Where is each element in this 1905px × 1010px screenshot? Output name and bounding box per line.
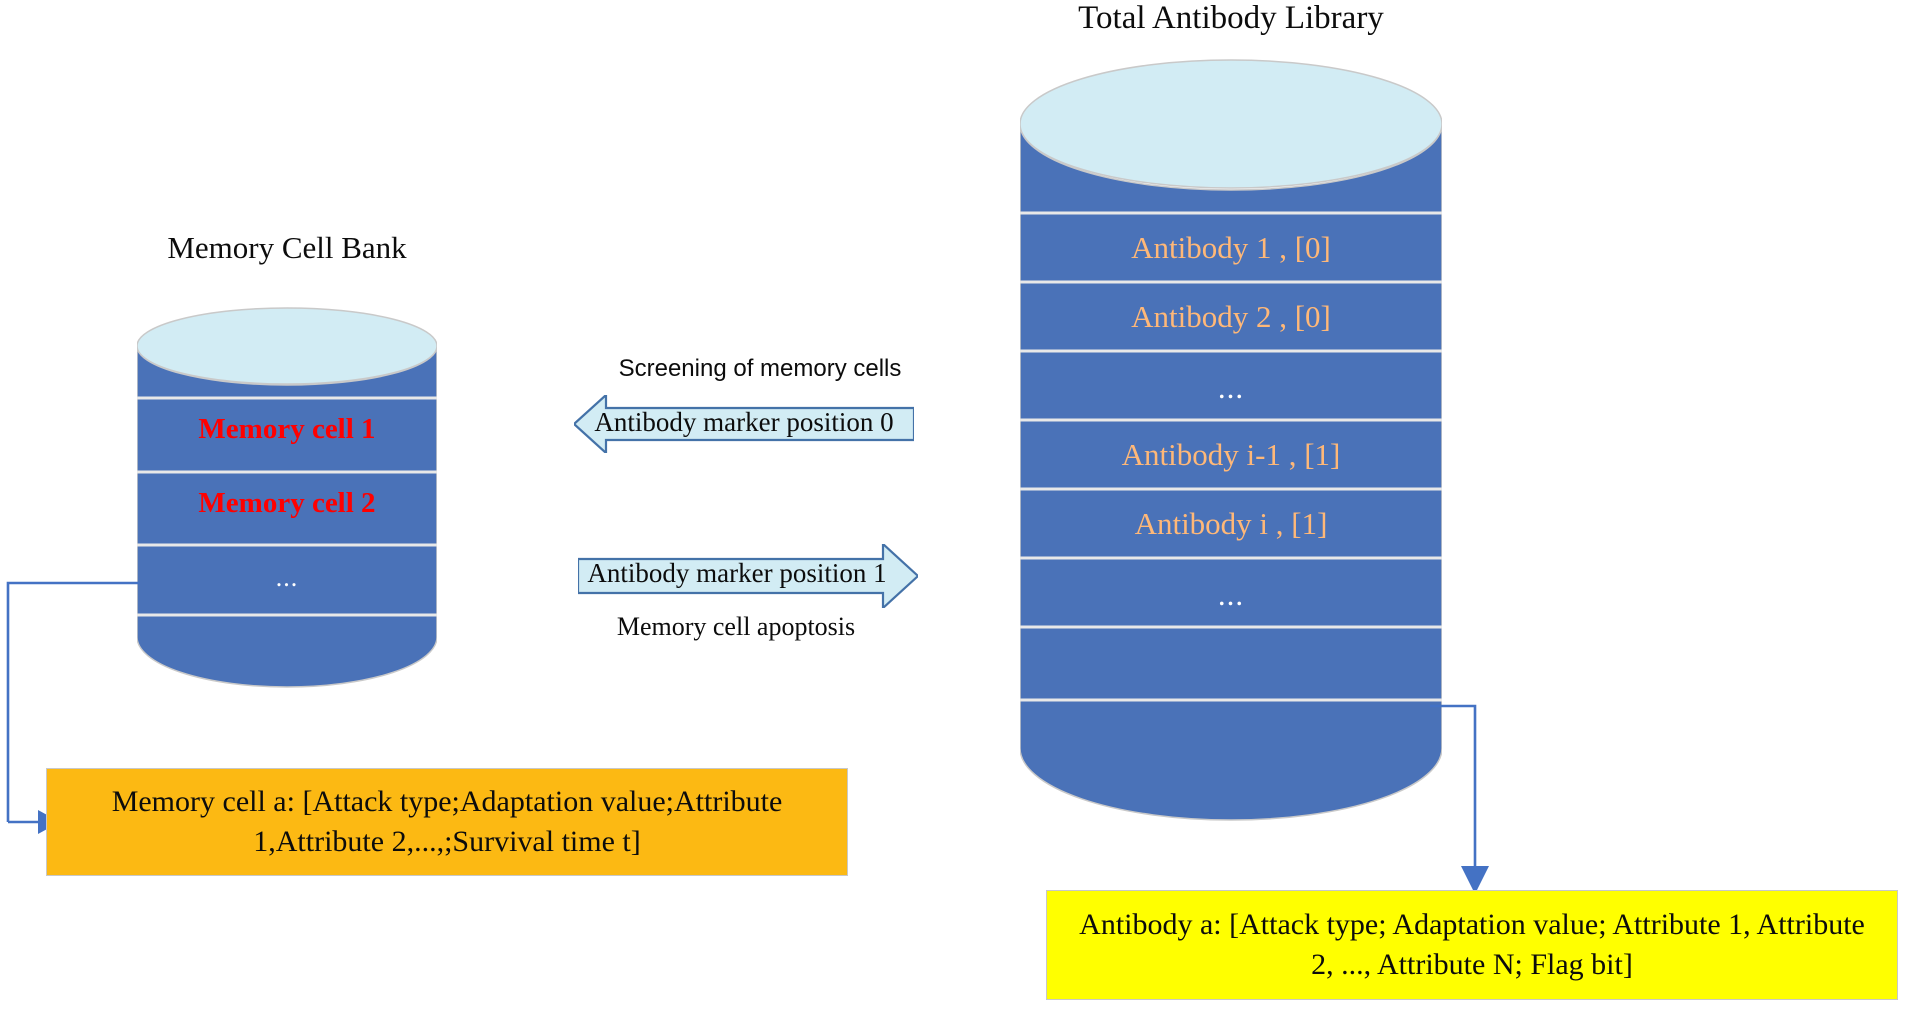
memory-cell-apoptosis-caption: Memory cell apoptosis [616, 612, 856, 641]
apoptosis-arrow-right[interactable] [578, 544, 918, 608]
total-antibody-library-title: Total Antibody Library [1078, 0, 1384, 36]
memory-cell-record-note: Memory cell a: [Attack type;Adaptation v… [46, 768, 848, 876]
screening-of-memory-cells-caption: Screening of memory cells [618, 355, 902, 382]
antibody-record-note: Antibody a: [Attack type; Adaptation val… [1046, 890, 1898, 1000]
total-antibody-library-cylinder [1020, 58, 1442, 828]
antibody-marker-position-0-label: Antibody marker position 0 [594, 407, 894, 437]
screening-arrow-left[interactable] [574, 395, 914, 453]
memory-cell-bank-cylinder [137, 307, 437, 703]
memory-cell-bank-title: Memory Cell Bank [167, 230, 407, 265]
antibody-marker-position-1-label: Antibody marker position 1 [587, 558, 887, 588]
antibody-connector [1430, 690, 1550, 900]
